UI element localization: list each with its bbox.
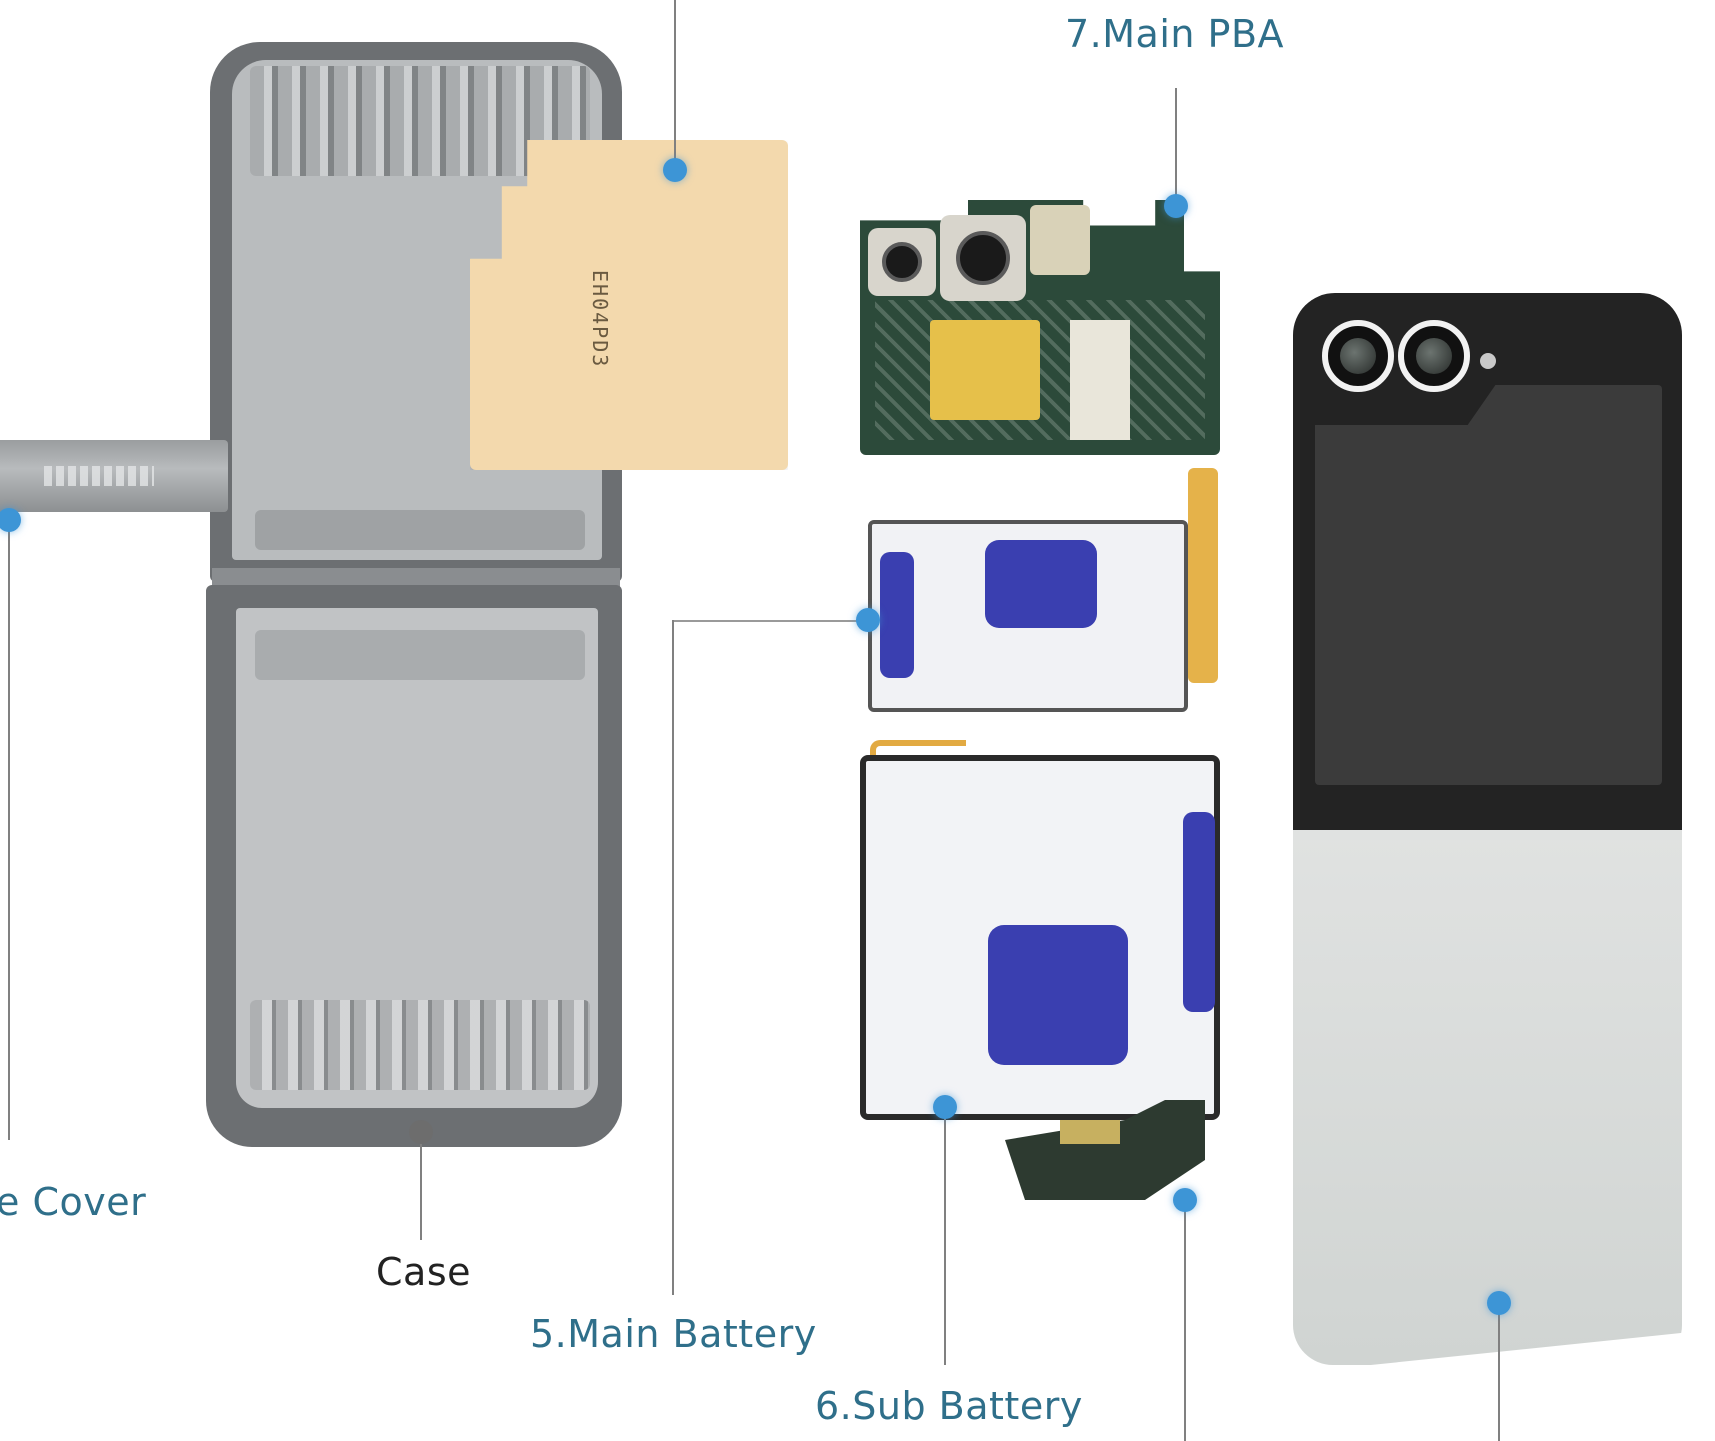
camera-module-1: [868, 228, 936, 296]
label-main-pba: 7.Main PBA: [1065, 12, 1285, 56]
main-pba-flex: [930, 320, 1040, 420]
rear-camera-lens-2: [1398, 320, 1470, 392]
leader-line-main-pba: [1175, 88, 1177, 206]
sub-battery-label: [988, 925, 1128, 1065]
lens-glass-icon: [1416, 338, 1452, 374]
label-main-battery: 5.Main Battery: [530, 1312, 817, 1356]
case-bottom-components: [250, 1000, 590, 1090]
camera-lens-icon: [956, 231, 1010, 285]
main-battery-side-label: [880, 552, 914, 678]
leader-line-main-battery: [672, 620, 674, 1295]
callout-dot-back-cover[interactable]: [1487, 1291, 1511, 1315]
leader-line-sub-pba: [1184, 1200, 1186, 1441]
rear-camera-lens-1: [1322, 320, 1394, 392]
callout-dot-sub-pba[interactable]: [1173, 1188, 1197, 1212]
leader-line-main-battery-h: [672, 620, 870, 622]
main-pba-circuitry: [875, 300, 1205, 440]
sub-battery-side-label: [1183, 812, 1215, 1012]
main-pba-shield-can: [1070, 320, 1130, 440]
lens-glass-icon: [1340, 338, 1376, 374]
case-bottom-bracket: [255, 630, 585, 680]
case-top-bracket: [255, 510, 585, 550]
callout-dot-sub-battery[interactable]: [933, 1095, 957, 1119]
camera-module-3: [1030, 205, 1090, 275]
main-battery-flex-tab: [1188, 468, 1218, 683]
cover-screen: [1315, 385, 1662, 785]
callout-dot-shield[interactable]: [663, 158, 687, 182]
callout-dot-case[interactable]: [409, 1120, 433, 1144]
copper-shield: [470, 140, 788, 470]
back-cover-bottom: [1293, 830, 1682, 1365]
leader-line-back-cover: [1498, 1300, 1500, 1441]
label-case: Case: [376, 1250, 471, 1294]
label-sub-battery: 6.Sub Battery: [815, 1384, 1083, 1428]
flash-icon: [1480, 353, 1496, 369]
leader-line-shield: [674, 0, 676, 170]
camera-module-2: [940, 215, 1026, 301]
camera-lens-icon: [882, 242, 922, 282]
label-side-cover: e Cover: [0, 1180, 147, 1224]
callout-dot-main-pba[interactable]: [1164, 194, 1188, 218]
flex-cable-marking: [44, 466, 154, 486]
sub-pba-connector: [1060, 1120, 1120, 1144]
leader-line-sub-battery: [944, 1105, 946, 1365]
leader-line-case: [420, 1130, 422, 1240]
callout-dot-side-cover[interactable]: [0, 508, 21, 532]
main-battery-label: [985, 540, 1097, 628]
callout-dot-main-battery[interactable]: [856, 608, 880, 632]
leader-line-side-cover: [8, 520, 10, 1140]
shield-marking: EH04PD3: [588, 270, 612, 369]
